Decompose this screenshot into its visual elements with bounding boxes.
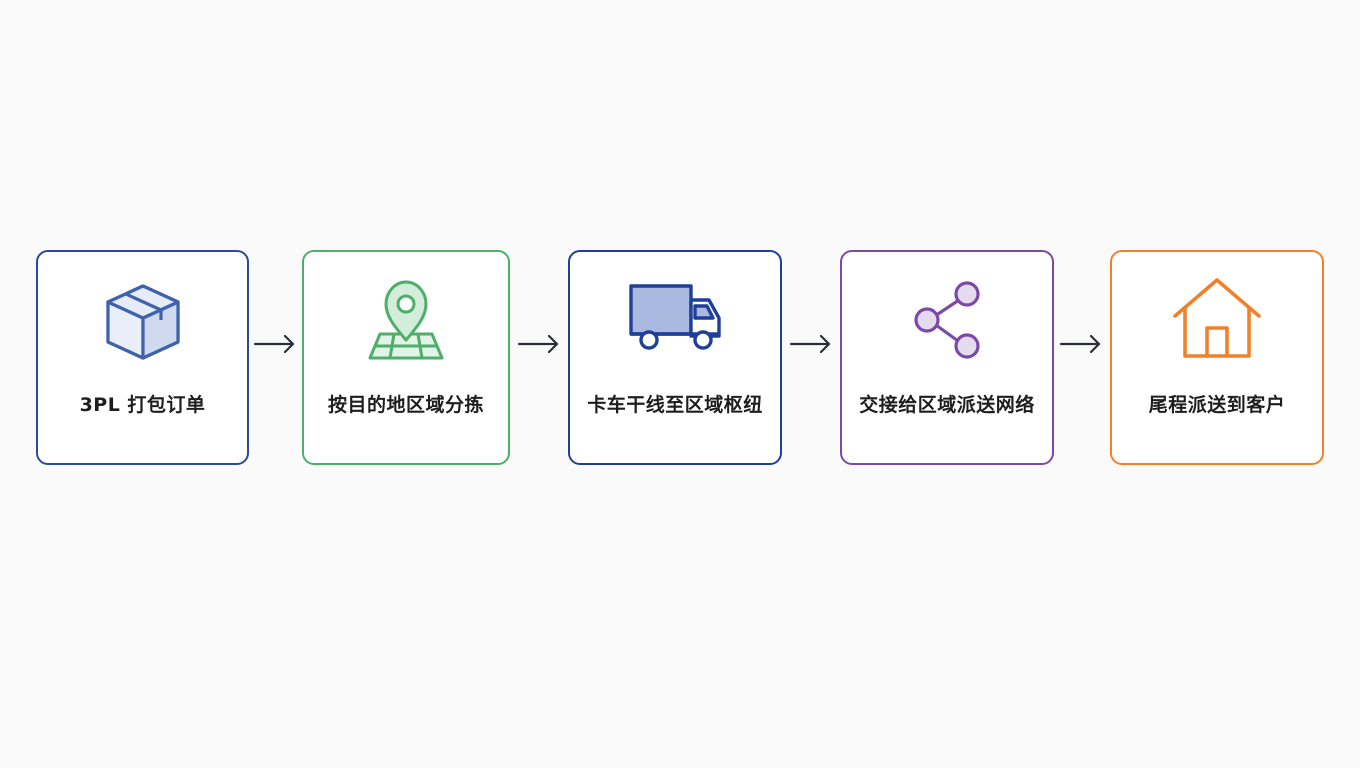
share-network-icon	[897, 274, 997, 364]
flow-arrow	[1059, 332, 1103, 356]
step-label: 尾程派送到客户	[1148, 394, 1286, 416]
map-pin-icon	[356, 274, 456, 364]
package-box-icon	[93, 274, 193, 364]
step-sort-by-region: 按目的地区域分拣	[302, 250, 510, 465]
step-handoff-network: 交接给区域派送网络	[840, 250, 1054, 465]
flow-arrow	[517, 332, 561, 356]
truck-icon	[625, 274, 725, 364]
flow-arrow	[789, 332, 833, 356]
flow-arrow	[253, 332, 297, 356]
house-icon	[1167, 274, 1267, 364]
step-label: 卡车干线至区域枢纽	[587, 394, 763, 416]
step-pack-order: 3PL 打包订单	[36, 250, 249, 465]
step-truck-to-hub: 卡车干线至区域枢纽	[568, 250, 782, 465]
step-label: 交接给区域派送网络	[859, 394, 1035, 416]
step-last-mile: 尾程派送到客户	[1110, 250, 1324, 465]
step-label: 3PL 打包订单	[79, 394, 206, 416]
step-label: 按目的地区域分拣	[327, 394, 484, 416]
